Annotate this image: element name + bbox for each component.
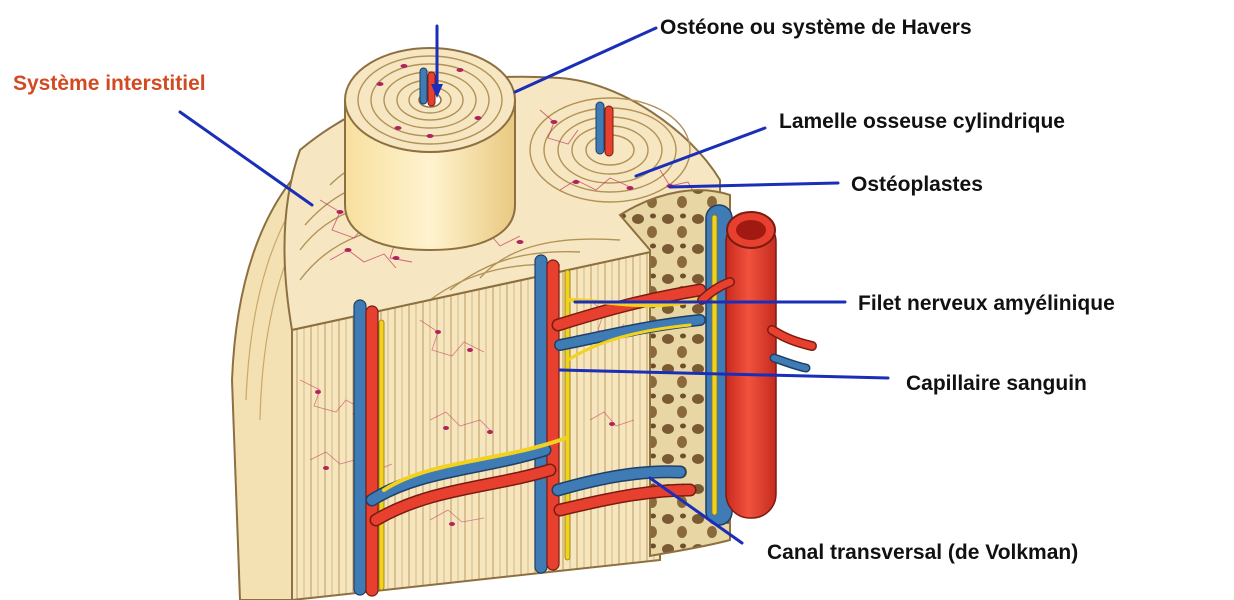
label-osteone: Ostéone ou système de Havers — [660, 16, 972, 40]
label-systeme-interstitiel: Système interstitiel — [13, 72, 206, 96]
label-capillaire-sanguin: Capillaire sanguin — [906, 372, 1087, 396]
haversian-canal-left — [354, 300, 384, 596]
second-osteon-vessels — [596, 102, 613, 156]
large-vessels — [702, 205, 812, 525]
haversian-canal-right — [535, 255, 570, 573]
label-lamelle-osseuse: Lamelle osseuse cylindrique — [779, 110, 1065, 134]
label-filet-nerveux: Filet nerveux amyélinique — [858, 292, 1115, 316]
pointer-interstitiel — [180, 112, 312, 205]
osteon-cylinder — [345, 48, 515, 250]
label-canal-volkman: Canal transversal (de Volkman) — [767, 541, 1078, 565]
label-osteoplastes: Ostéoplastes — [851, 173, 983, 197]
